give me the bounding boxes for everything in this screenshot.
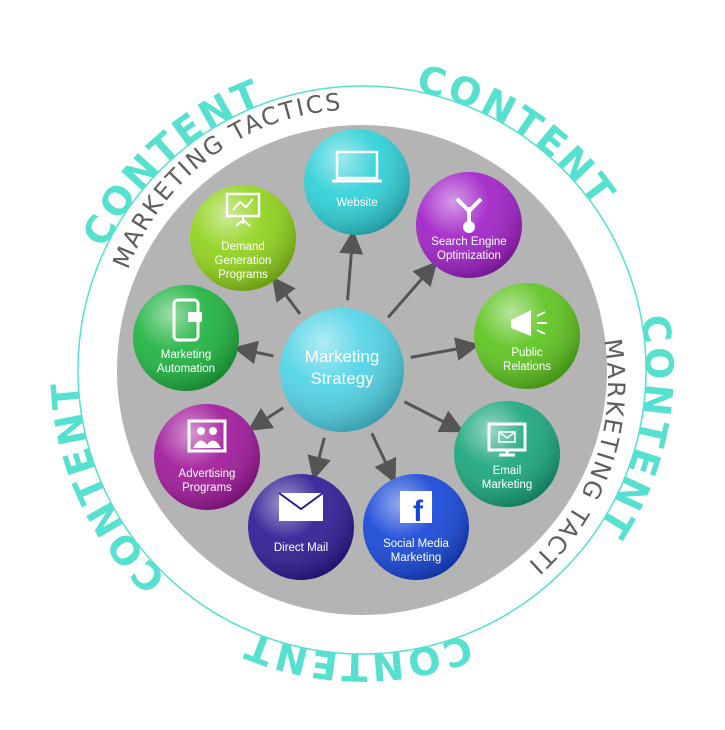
node-label: Direct Mail bbox=[274, 542, 328, 554]
node-label: Website bbox=[336, 197, 377, 209]
node-label: Optimization bbox=[437, 250, 501, 262]
outer-ring bbox=[77, 85, 647, 655]
node-label: Programs bbox=[218, 269, 268, 281]
arrows bbox=[233, 229, 480, 484]
node-label: Email bbox=[493, 465, 522, 477]
node-label: Public bbox=[511, 347, 543, 359]
arrow-pr bbox=[410, 337, 480, 361]
node-label: Programs bbox=[182, 482, 232, 494]
content-ring-label: CONTENT bbox=[237, 623, 478, 690]
node-label: Social Media bbox=[383, 538, 449, 550]
center-node[interactable]: Marketing Strategy bbox=[280, 308, 404, 432]
node-label: Demand bbox=[221, 241, 264, 253]
svg-text:f: f bbox=[413, 495, 424, 528]
node-label: Search Engine bbox=[431, 236, 506, 248]
node-direct-mail[interactable]: Direct Mail bbox=[248, 474, 354, 580]
arrow-email bbox=[403, 400, 465, 433]
megaphone-icon bbox=[511, 310, 547, 336]
arrow-advertising bbox=[247, 406, 284, 431]
node-label: Marketing bbox=[161, 349, 212, 361]
picture-people-icon bbox=[187, 419, 227, 453]
monitor-mail-icon bbox=[487, 422, 527, 457]
arrow-website bbox=[339, 229, 364, 301]
node-label: Advertising bbox=[179, 468, 236, 480]
node-website[interactable]: Website bbox=[304, 129, 410, 235]
presentation-board-icon bbox=[225, 192, 261, 227]
arrow-direct-mail bbox=[307, 437, 331, 481]
facebook-icon: f bbox=[400, 491, 432, 528]
arrow-demand-gen bbox=[271, 276, 302, 315]
phone-icon bbox=[172, 298, 202, 342]
center-label-line-2: Strategy bbox=[310, 369, 374, 388]
envelope-icon bbox=[278, 492, 324, 521]
arrow-social bbox=[370, 432, 397, 484]
node-label: Generation bbox=[215, 255, 272, 267]
node-label: Relations bbox=[503, 361, 551, 373]
center-label-line-1: Marketing bbox=[305, 347, 380, 366]
arrow-automation bbox=[233, 340, 274, 365]
node-label: Automation bbox=[157, 363, 215, 375]
arrows-split-icon bbox=[455, 197, 483, 233]
arrow-seo bbox=[386, 261, 438, 319]
node-label: Marketing bbox=[391, 552, 442, 564]
node-label: Marketing bbox=[482, 479, 533, 491]
laptop-icon bbox=[332, 150, 382, 183]
